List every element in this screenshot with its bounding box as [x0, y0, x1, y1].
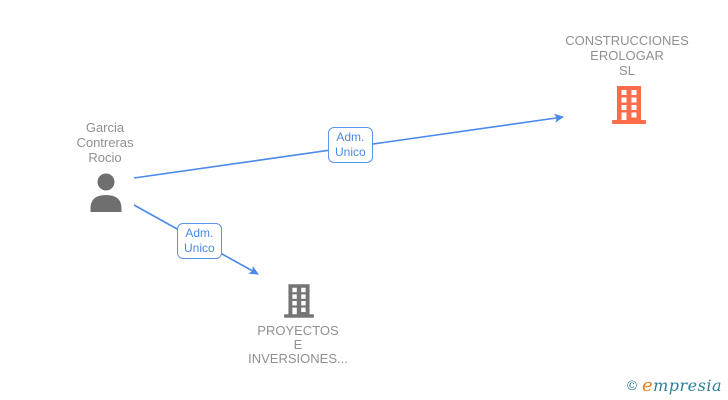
building-icon: [284, 284, 314, 318]
copyright-icon: ©: [625, 379, 639, 394]
edge-label-adm-unico-top: Adm. Unico: [328, 127, 373, 163]
empresia-logo[interactable]: ©empresia: [625, 375, 722, 396]
empresia-brand-rest: mpresia: [653, 376, 722, 395]
building-icon: [612, 86, 646, 124]
node-label-person: Garcia Contreras Rocio: [76, 120, 134, 165]
person-icon: [90, 173, 122, 212]
edge-label-adm-unico-bottom: Adm. Unico: [177, 223, 222, 259]
node-label-company-bottom: PROYECTOS E INVERSIONES...: [248, 323, 348, 366]
empresia-brand-initial: e: [641, 375, 654, 396]
node-label-company-top: CONSTRUCCIONES EROLOGAR SL: [565, 33, 689, 78]
